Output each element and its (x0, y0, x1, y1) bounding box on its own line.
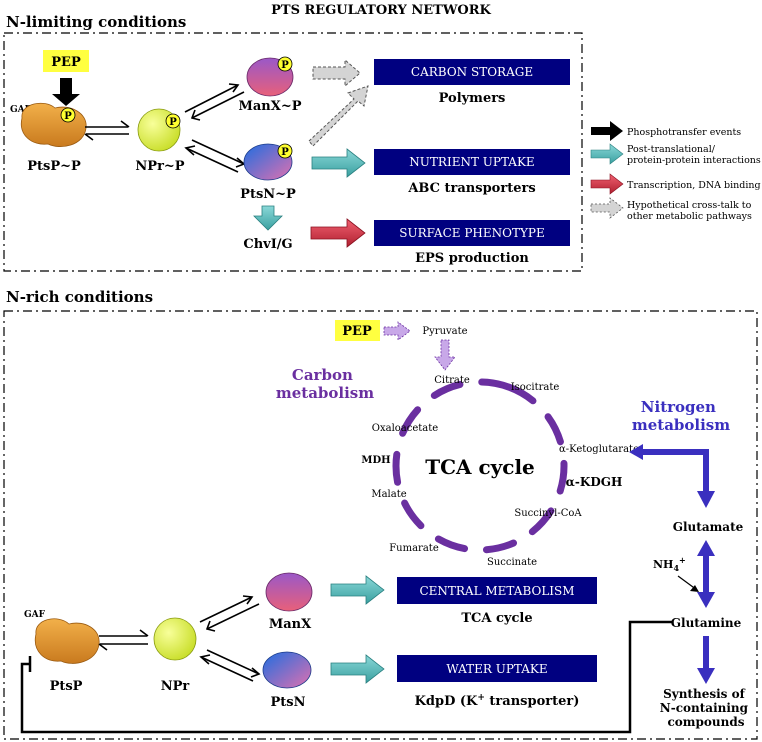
rich-gaf-label: GAF (24, 610, 46, 620)
rich-tca-sub-label: TCA cycle (461, 611, 532, 626)
rich-ptsp-label: PtsP (50, 679, 83, 694)
nh4-pointer-head (690, 585, 699, 592)
gaf-label: GAF (10, 105, 32, 115)
ptsn-chvi-arrow (253, 205, 283, 231)
malate-label: Malate (371, 489, 406, 500)
legend-dashed-arrow (590, 197, 624, 219)
carbon-metabolism-label: Carbon metabolism (276, 366, 374, 402)
ptsn-nutrient-arrow (311, 148, 366, 178)
kdpd-label: KdpD (K+ transporter) (415, 693, 580, 709)
legend: Phosphotransfer events Post-translationa… (590, 121, 761, 222)
pyruvate-citrate-arrow (434, 339, 456, 371)
ptsp-phosphate-label: P (64, 111, 72, 122)
rich-ptsn-label: PtsN (271, 695, 306, 710)
rich-frame (3, 310, 758, 740)
equilibrium-arrows-1 (84, 120, 130, 141)
fumarate-label: Fumarate (389, 543, 439, 554)
legend-label-phosphotransfer: Phosphotransfer events (627, 127, 741, 138)
succoa-label: Succinyl-CoA (514, 508, 582, 519)
rich-equilibrium-3 (199, 649, 261, 682)
water-uptake-box (397, 655, 597, 682)
kdgh-label: α-KDGH (566, 475, 623, 489)
nh4-label: NH4+ (653, 555, 686, 573)
carbon-storage-box (374, 59, 570, 85)
isocitrate-label: Isocitrate (511, 382, 560, 393)
citrate-label: Citrate (434, 375, 470, 386)
ptsn-water-arrow (330, 654, 385, 684)
oxaloacetate-label: Oxaloacetate (372, 423, 438, 434)
rich-npr-shape (153, 617, 197, 661)
rich-equilibrium-1 (98, 629, 149, 651)
ptsp-p-label: PtsP~P (27, 159, 81, 174)
pep-label-box (43, 50, 89, 72)
phosphotransfer-arrow (52, 78, 80, 106)
central-metabolism-label: CENTRAL METABOLISM (419, 584, 574, 598)
ptsn-p-label: PtsN~P (240, 187, 296, 202)
polymers-label: Polymers (439, 91, 506, 106)
ptsp-phosphate-icon (60, 107, 76, 123)
tca-cycle-ring (392, 378, 568, 554)
manx-carbon-arrow (312, 58, 361, 88)
surface-phenotype-label: SURFACE PHENOTYPE (399, 226, 544, 240)
central-metabolism-box (397, 577, 597, 604)
manx-central-arrow (330, 575, 385, 605)
rich-ptsn-shape (262, 651, 312, 689)
rich-ptsp-shape (34, 618, 100, 664)
succinate-label: Succinate (487, 557, 537, 568)
tca-cycle-label: TCA cycle (425, 455, 535, 479)
legend-label-hypothetical: Hypothetical cross-talk to other metabol… (627, 200, 754, 222)
akg-label: α-Ketoglutarate (559, 444, 639, 455)
glutamine-label: Glutamine (671, 616, 742, 630)
rich-manx-label: ManX (269, 617, 312, 632)
equilibrium-arrows-2 (184, 83, 245, 121)
pep-pyruvate-arrow (383, 321, 411, 341)
ptsp-protein-shape (20, 102, 87, 147)
ptsn-phosphate-icon (277, 143, 293, 159)
npr-p-label: NPr~P (135, 159, 184, 174)
manx-phosphate-icon (277, 56, 293, 72)
mdh-label: MDH (361, 455, 390, 466)
nutrient-uptake-box (374, 149, 570, 175)
ptsn-carbon-arrow (308, 85, 369, 147)
rich-pep-label: PEP (342, 324, 372, 339)
rich-pep-box (335, 320, 380, 341)
nutrient-uptake-label: NUTRIENT UPTAKE (409, 155, 534, 169)
npr-phosphate-icon (165, 113, 181, 129)
diagram-title: PTS REGULATORY NETWORK (271, 3, 491, 18)
legend-teal-arrow (590, 143, 624, 165)
ptsn-phosphate-label: P (281, 147, 289, 158)
glutamate-label: Glutamate (673, 520, 744, 534)
section-title-limiting: N-limiting conditions (6, 13, 186, 31)
glutamine-synthesis-arrow (697, 636, 715, 684)
water-uptake-label: WATER UPTAKE (446, 662, 547, 676)
rich-equilibrium-2 (199, 595, 260, 632)
rich-npr-label: NPr (161, 679, 190, 694)
legend-label-transcription: Transcription, DNA binding (627, 180, 761, 191)
feedback-inhibition-line (20, 620, 672, 734)
chvi-surface-arrow (310, 218, 366, 248)
surface-phenotype-box (374, 220, 570, 246)
section-title-rich: N-rich conditions (6, 288, 153, 306)
rich-manx-shape (265, 572, 313, 612)
abc-transporters-label: ABC transporters (407, 181, 535, 196)
nitrogen-metabolism-label: Nitrogen metabolism (632, 398, 730, 434)
equilibrium-arrows-3 (184, 139, 246, 173)
manx-phosphate-label: P (281, 60, 289, 71)
akg-glutamate-arrow (629, 444, 715, 508)
pyruvate-label: Pyruvate (422, 326, 467, 337)
pep-label: PEP (51, 55, 81, 70)
legend-black-arrow (591, 121, 623, 141)
limiting-frame (3, 32, 583, 272)
synthesis-label: Synthesis of N-containing compounds (660, 687, 752, 729)
carbon-storage-label: CARBON STORAGE (411, 65, 533, 79)
chvi-label: ChvI/G (243, 237, 292, 252)
legend-label-posttrans: Post-translational/ protein-protein inte… (627, 144, 761, 166)
npr-phosphate-label: P (169, 117, 177, 128)
glutamate-glutamine-arrow (697, 540, 715, 608)
manx-p-label: ManX~P (238, 99, 301, 114)
eps-production-label: EPS production (415, 251, 529, 266)
legend-red-arrow (590, 173, 624, 195)
